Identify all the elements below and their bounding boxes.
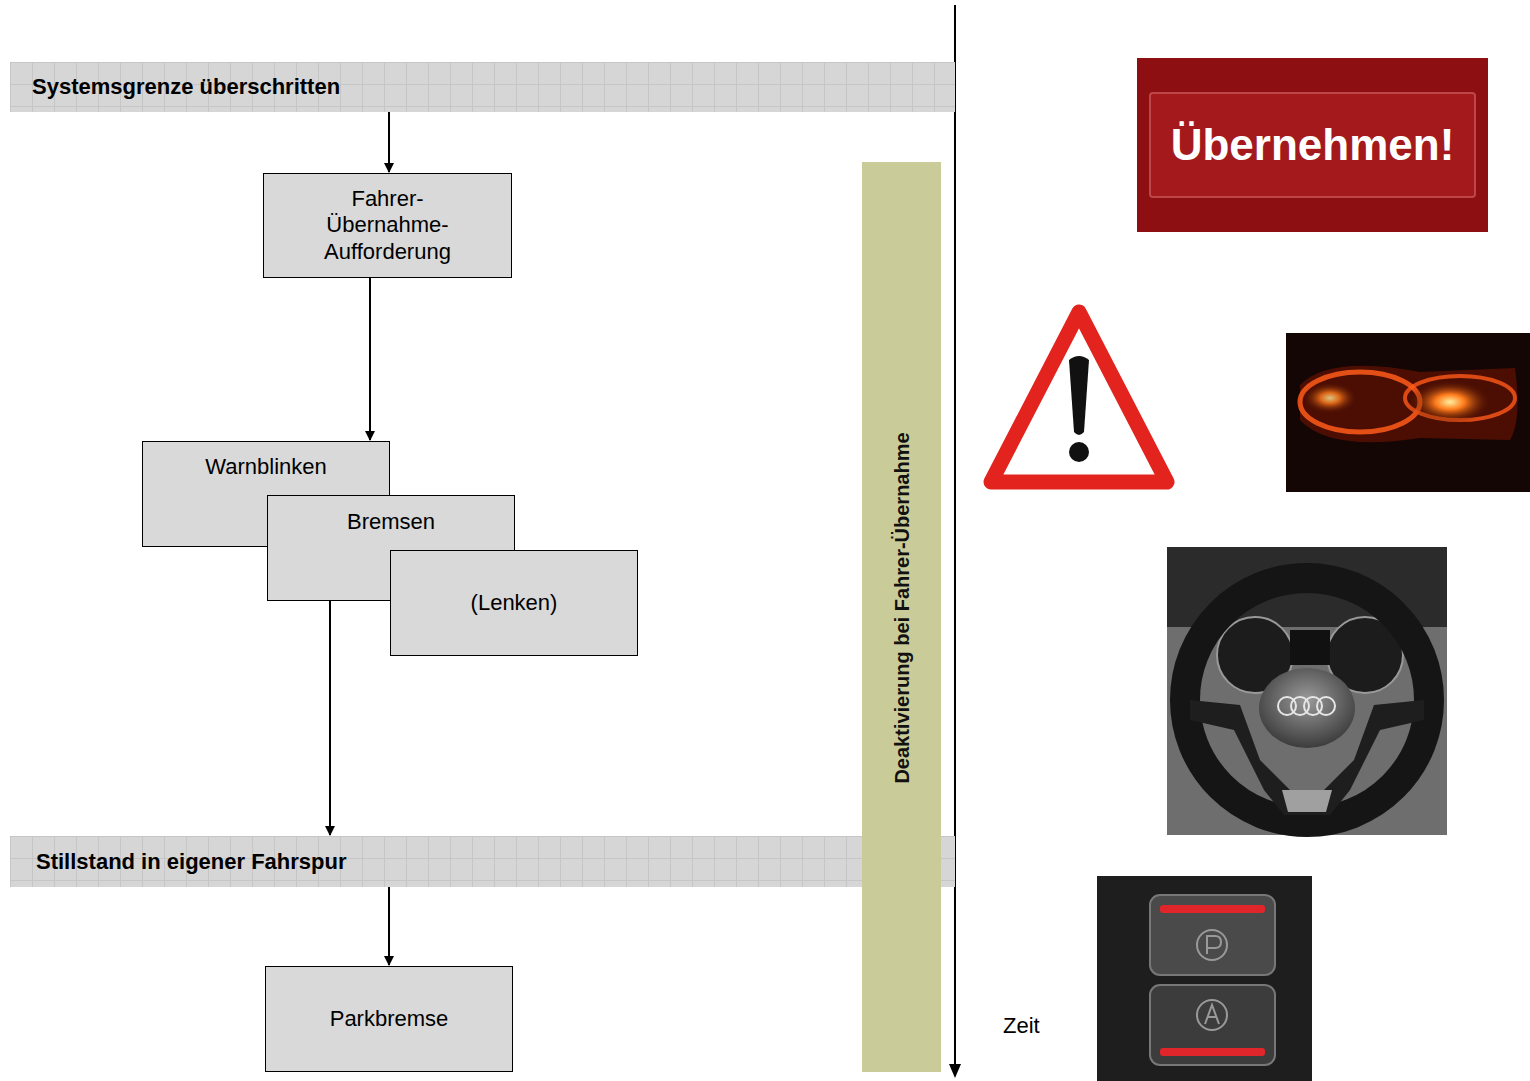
box-text: Bremsen bbox=[347, 509, 435, 535]
box-text: Warnblinken bbox=[205, 454, 326, 480]
flow-arrow bbox=[388, 887, 390, 965]
process-box: Fahrer- Übernahme- Aufforderung bbox=[263, 173, 512, 278]
box-text: (Lenken) bbox=[471, 590, 558, 616]
flow-arrow bbox=[388, 112, 390, 172]
flow-arrow bbox=[329, 601, 331, 835]
flow-arrow bbox=[369, 278, 371, 440]
deactivation-band: Deaktivierung bei Fahrer-Übernahme bbox=[862, 162, 941, 1072]
axis-label: Zeit bbox=[1003, 1013, 1040, 1039]
process-box: Parkbremse bbox=[265, 966, 513, 1072]
tail-light-photo bbox=[1286, 333, 1530, 492]
box-text: Fahrer- Übernahme- Aufforderung bbox=[313, 186, 463, 265]
parking-brake-photo bbox=[1097, 876, 1312, 1081]
time-axis bbox=[949, 5, 961, 1078]
system-limit-band: Systemsgrenze überschritten bbox=[10, 62, 955, 112]
steering-wheel-photo bbox=[1167, 547, 1447, 835]
box-text: Parkbremse bbox=[330, 1006, 449, 1032]
band-text: Stillstand in eigener Fahrspur bbox=[36, 849, 347, 875]
band-text: Deaktivierung bei Fahrer-Übernahme bbox=[890, 432, 913, 783]
warning-triangle bbox=[991, 312, 1167, 482]
process-box: (Lenken) bbox=[390, 550, 638, 656]
standstill-band: Stillstand in eigener Fahrspur bbox=[10, 836, 955, 887]
takeover-display: Übernehmen! bbox=[1137, 58, 1488, 232]
band-text: Systemsgrenze überschritten bbox=[32, 74, 340, 100]
band-text: Übernehmen! bbox=[1171, 120, 1455, 170]
